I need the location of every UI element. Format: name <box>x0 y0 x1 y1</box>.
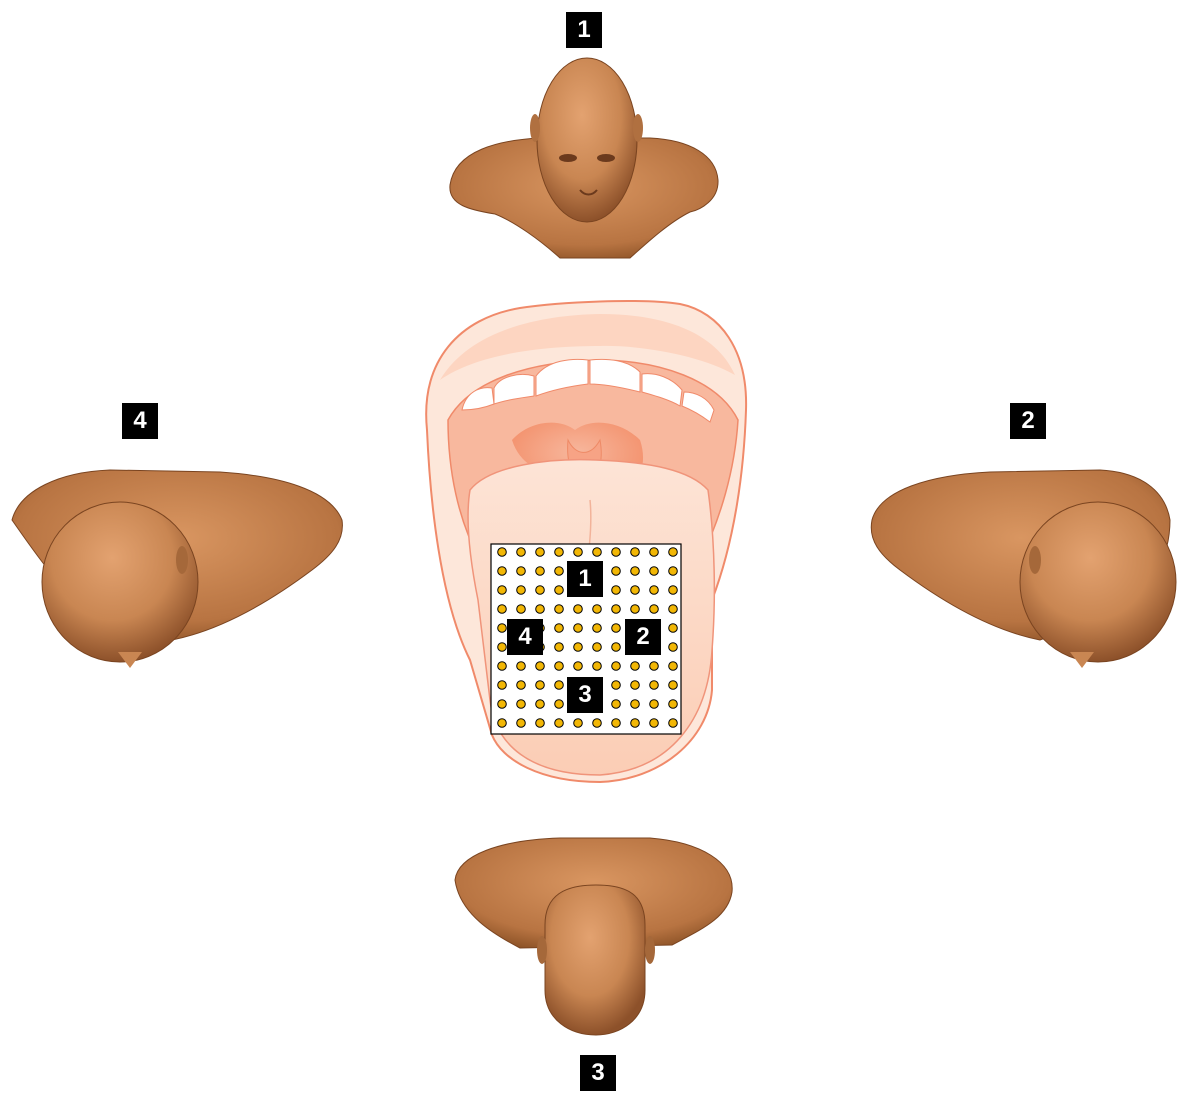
electrode-dot <box>498 719 507 728</box>
electrode-dot <box>555 605 564 614</box>
electrode-dot <box>650 605 659 614</box>
electrode-dot <box>498 624 507 633</box>
electrode-dot <box>669 681 678 690</box>
electrode-dot <box>536 605 545 614</box>
electrode-dot <box>669 567 678 576</box>
electrode-dot <box>517 605 526 614</box>
electrode-dot <box>669 643 678 652</box>
electrode-dot <box>498 681 507 690</box>
electrode-dot <box>536 662 545 671</box>
electrode-dot <box>574 605 583 614</box>
electrode-dot <box>536 567 545 576</box>
electrode-dot <box>555 567 564 576</box>
figure-right-head-tilted-right <box>871 470 1176 668</box>
electrode-dot <box>536 681 545 690</box>
electrode-dot <box>669 700 678 709</box>
electrode-dot <box>650 700 659 709</box>
electrode-dot <box>498 548 507 557</box>
figure-top-head-forward <box>450 58 718 258</box>
electrode-dot <box>612 643 621 652</box>
electrode-dot <box>650 548 659 557</box>
figure-bottom-head-down <box>455 838 732 1035</box>
label-bottom-outer: 3 <box>580 1055 616 1091</box>
electrode-dot <box>498 586 507 595</box>
electrode-dot <box>612 719 621 728</box>
electrode-dot <box>650 719 659 728</box>
electrode-dot <box>631 681 640 690</box>
electrode-dot <box>612 700 621 709</box>
electrode-dot <box>555 662 564 671</box>
electrode-dot <box>669 662 678 671</box>
electrode-dot <box>593 719 602 728</box>
electrode-dot <box>631 605 640 614</box>
electrode-dot <box>669 605 678 614</box>
electrode-dot <box>593 548 602 557</box>
electrode-dot <box>555 643 564 652</box>
electrode-dot <box>555 719 564 728</box>
electrode-dot <box>517 681 526 690</box>
electrode-dot <box>517 719 526 728</box>
electrode-dot <box>536 548 545 557</box>
electrode-dot <box>631 719 640 728</box>
electrode-dot <box>498 700 507 709</box>
electrode-dot <box>631 567 640 576</box>
electrode-dot <box>498 643 507 652</box>
label-top-outer: 1 <box>566 12 602 48</box>
electrode-dot <box>612 624 621 633</box>
electrode-dot <box>612 567 621 576</box>
electrode-dot <box>669 719 678 728</box>
electrode-dot <box>517 586 526 595</box>
figure-left-head-tilted-left <box>12 470 342 668</box>
electrode-dot <box>555 548 564 557</box>
electrode-dot <box>650 567 659 576</box>
electrode-dot <box>669 624 678 633</box>
electrode-dot <box>650 586 659 595</box>
electrode-dot <box>498 662 507 671</box>
electrode-dot <box>593 605 602 614</box>
label-bottom-grid: 3 <box>567 677 603 713</box>
label-right-grid: 2 <box>625 619 661 655</box>
electrode-dot <box>555 700 564 709</box>
electrode-dot <box>536 719 545 728</box>
electrode-dot <box>669 548 678 557</box>
electrode-dot <box>612 681 621 690</box>
electrode-dot <box>574 548 583 557</box>
electrode-dot <box>631 662 640 671</box>
electrode-dot <box>574 719 583 728</box>
electrode-dot <box>517 548 526 557</box>
electrode-dot <box>555 586 564 595</box>
electrode-dot <box>593 624 602 633</box>
electrode-dot <box>498 605 507 614</box>
electrode-dot <box>517 662 526 671</box>
electrode-dot <box>631 548 640 557</box>
electrode-dot <box>593 662 602 671</box>
label-left-grid: 4 <box>507 619 543 655</box>
electrode-dot <box>555 681 564 690</box>
electrode-dot <box>631 700 640 709</box>
label-left-outer: 4 <box>122 403 158 439</box>
electrode-dot <box>574 643 583 652</box>
electrode-dot <box>498 567 507 576</box>
electrode-dot <box>574 624 583 633</box>
label-top-grid: 1 <box>567 561 603 597</box>
label-right-outer: 2 <box>1010 403 1046 439</box>
electrode-dot <box>536 700 545 709</box>
electrode-dot <box>517 700 526 709</box>
electrode-dot <box>555 624 564 633</box>
electrode-dot <box>631 586 640 595</box>
electrode-dot <box>612 548 621 557</box>
electrode-dot <box>612 586 621 595</box>
electrode-dot <box>612 662 621 671</box>
electrode-dot <box>593 643 602 652</box>
electrode-dot <box>536 586 545 595</box>
electrode-dot <box>669 586 678 595</box>
electrode-dot <box>574 662 583 671</box>
electrode-dot <box>612 605 621 614</box>
electrode-dot <box>650 662 659 671</box>
electrode-dot <box>517 567 526 576</box>
electrode-dot <box>650 681 659 690</box>
